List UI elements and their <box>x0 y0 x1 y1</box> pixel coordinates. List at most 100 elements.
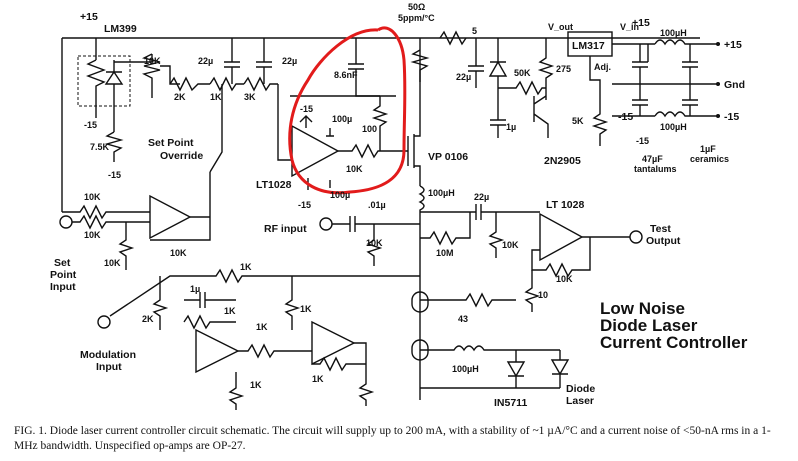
label-100u-b: 100µ <box>330 190 350 200</box>
label-vout: V_out <box>548 22 573 32</box>
label-8-6nf: 8.6nF <box>334 70 358 80</box>
set-point-input-connector[interactable] <box>59 215 73 229</box>
lm399-box <box>77 55 131 107</box>
resistor-10m <box>420 212 471 246</box>
label-22u-d: 22µ <box>474 192 489 202</box>
label-minus15-d: -15 <box>618 111 633 123</box>
relay-a <box>411 291 429 313</box>
resistor-43 <box>420 292 516 308</box>
rf-input-connector[interactable] <box>319 217 333 231</box>
label-minus15-e: -15 <box>724 111 739 123</box>
title-line-3: Current Controller <box>600 333 748 352</box>
label-10k-sp3: 10K <box>104 258 121 268</box>
label-100: 100 <box>362 124 377 134</box>
label-5k: 5K <box>572 116 584 126</box>
highlight-loop <box>288 26 407 195</box>
label-47u-1: 47µF <box>642 154 663 164</box>
label-2n2905: 2N2905 <box>544 155 581 167</box>
label-minus15-ref: -15 <box>84 120 97 130</box>
label-plus15-b: +15 <box>632 17 650 29</box>
label-minus15-b: -15 <box>108 170 121 180</box>
label-1uf-2: ceramics <box>690 154 729 164</box>
laser-diode <box>550 350 570 388</box>
label-test-output-1: Test <box>650 223 671 235</box>
label-diode-laser-2: Laser <box>566 395 594 407</box>
capacitor-22u-d <box>420 204 540 220</box>
inductor-100uh-a <box>612 39 720 46</box>
lm399-heater <box>86 38 106 106</box>
label-2k-mod: 2K <box>142 314 154 324</box>
label-1u-mod: 1µ <box>190 284 200 294</box>
label-set-point-override-2: Override <box>160 150 203 162</box>
resistor-1k <box>209 76 244 92</box>
label-10k-sp1: 10K <box>84 192 101 202</box>
label-22u-c: 22µ <box>456 72 471 82</box>
label-10k-sp4: 10K <box>170 248 187 258</box>
label-lt1028-a: LT1028 <box>256 179 292 191</box>
label-10k-sp2: 10K <box>84 230 101 240</box>
label-10k-fb: 10K <box>346 164 363 174</box>
resistor-7-5k <box>104 131 124 162</box>
label-diode-laser-1: Diode <box>566 383 595 395</box>
label-22u-a: 22µ <box>198 56 213 66</box>
label-22u-b: 22µ <box>282 56 297 66</box>
label-gnd: Gnd <box>724 79 745 91</box>
modulation-input-connector[interactable] <box>97 315 111 329</box>
capacitor-8-6nf <box>348 38 396 97</box>
label-10m: 10M <box>436 248 454 258</box>
capacitor-22u-a <box>224 38 240 84</box>
label-1u: 1µ <box>506 122 516 132</box>
label-1k: 1K <box>210 92 222 102</box>
capacitor-01u <box>332 216 420 232</box>
label-vin: V_in <box>620 22 639 32</box>
label-50ohm-tc: 5ppm/°C <box>398 13 435 23</box>
resistor-10 <box>524 270 541 312</box>
lt1028-opamp-a <box>291 124 340 178</box>
transistor-2n2905 <box>533 95 549 138</box>
test-output-connector[interactable] <box>629 230 643 244</box>
opamp-supply-a <box>299 115 334 137</box>
label-lt1028-b: LT 1028 <box>546 199 584 211</box>
label-1k-m2: 1K <box>256 322 268 332</box>
label-47u-2: tantalums <box>634 164 677 174</box>
label-50ohm: 50Ω <box>408 2 425 12</box>
pot-5k <box>589 56 609 146</box>
pot-50k <box>498 80 546 96</box>
resistor-10k-t <box>531 237 591 278</box>
opamp-lt1028-b <box>539 212 584 262</box>
label-5: 5 <box>472 26 477 36</box>
label-lm399: LM399 <box>104 23 137 35</box>
label-10k-t: 10K <box>502 240 519 250</box>
label-3k: 3K <box>244 92 256 102</box>
capacitor-1uf-a <box>682 44 698 84</box>
opamp-set-point <box>149 194 192 240</box>
resistor-100 <box>371 96 389 151</box>
title-line-1: Low Noise <box>600 299 685 318</box>
label-1k-m5: 1K <box>312 374 324 384</box>
pot-10k <box>141 53 161 98</box>
resistor-50ohm <box>410 49 430 82</box>
label-275: 275 <box>556 64 571 74</box>
label-100uh-d: 100µH <box>452 364 479 374</box>
capacitor-22u-b <box>256 38 272 84</box>
label-7-5k: 7.5K <box>90 142 110 152</box>
lm399-zener <box>104 60 124 100</box>
label-set-point-input-1: Set <box>54 257 71 269</box>
label-100uh-c: 100µH <box>428 188 455 198</box>
circuit-schematic: +15 LM399 10K 22µ 22µ 2K 1K 3K -15 7.5K … <box>50 2 748 410</box>
label-rf-input: RF input <box>264 223 307 235</box>
capacitor-47u-b <box>632 84 648 116</box>
capacitor-22u-c <box>468 38 484 88</box>
opamp-mod-a <box>195 328 240 374</box>
label-100uh-a: 100µH <box>660 28 687 38</box>
zener-diode <box>488 38 508 98</box>
label-plus15-top: +15 <box>80 11 98 23</box>
label-1k-m1: 1K <box>224 306 236 316</box>
inductor-100uh-c <box>418 185 425 400</box>
label-test-output-2: Output <box>646 235 681 247</box>
resistor-3k <box>243 76 278 92</box>
resistor-10k-sp <box>72 214 150 230</box>
label-adj: Adj. <box>594 62 611 72</box>
label-vp0106: VP 0106 <box>428 151 468 163</box>
